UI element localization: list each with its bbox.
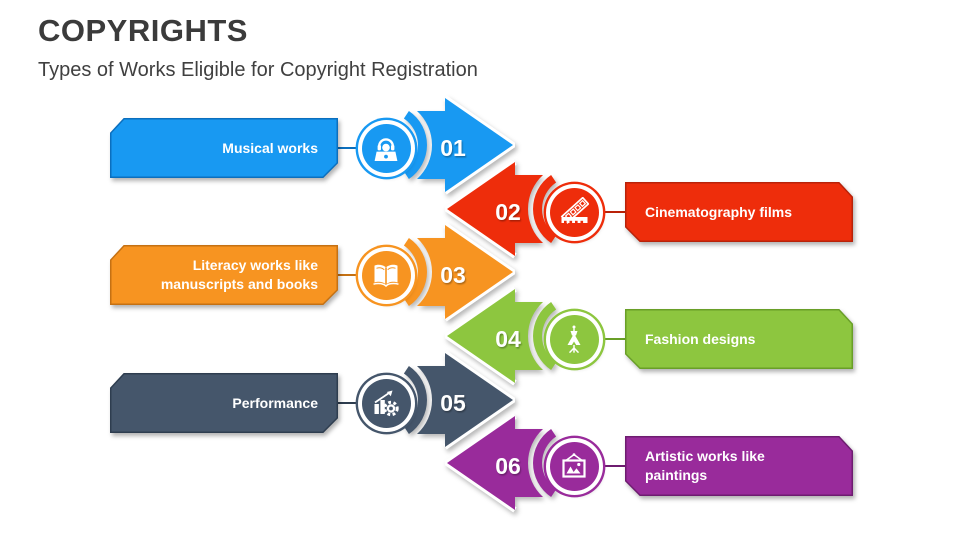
step-label: Cinematography films [645,203,793,220]
step-icon-circle [549,187,599,237]
step-number: 05 [440,390,466,416]
step-label: Performance [232,394,318,411]
banner-shape [625,436,853,496]
banner-shape [110,245,338,305]
banner-shape [625,309,853,369]
slide-subtitle: Types of Works Eligible for Copyright Re… [38,59,478,81]
step-label: Musical works [222,139,318,156]
step-arrow [338,95,519,200]
connector-line [336,401,362,404]
banner-shape [625,182,853,242]
step-icon-circle [549,441,599,491]
step-row-6: Artistic works like paintings 06 [0,413,960,519]
label-banner: Musical works [110,118,338,178]
step-number: 06 [495,453,521,479]
label-banner: Cinematography films [625,182,853,242]
label-banner: Literacy works like manuscripts and book… [110,245,338,305]
step-label: Fashion designs [645,330,756,347]
step-label: Artistic works like paintings [645,448,765,483]
step-row-4: Fashion designs 04 [0,286,960,392]
connector-line [336,273,362,276]
mannequin-icon [567,325,581,354]
banner-shape [110,118,338,178]
step-row-3: Literacy works like manuscripts and book… [0,222,960,328]
label-banner: Fashion designs [625,309,853,369]
connector-line [600,210,628,213]
step-label: Literacy works like manuscripts and book… [160,257,318,292]
step-number: 04 [495,326,521,352]
step-icon-circle [361,378,411,428]
step-arrow [338,222,519,327]
step-row-2: Cinematography films 02 [0,159,960,265]
connector-line [600,464,628,467]
step-number: 01 [440,135,466,161]
banner-shape [110,373,338,433]
performance-chart-icon [374,390,399,417]
step-icon-circle [361,123,411,173]
film-strip-icon [560,197,589,224]
connector-line [336,146,362,149]
step-arrow [338,350,519,455]
step-arrow [441,286,622,391]
step-icon-circle [361,250,411,300]
step-row-5: Performance 05 [0,350,960,456]
step-row-1: Musical works 01 [0,95,960,201]
step-arrow [441,159,622,264]
step-number: 02 [495,199,521,225]
label-banner: Performance [110,373,338,433]
open-book-icon [373,264,399,288]
label-banner: Artistic works like paintings [625,436,853,496]
step-number: 03 [440,262,466,288]
framed-painting-icon [562,453,586,478]
step-icon-circle [549,314,599,364]
connector-line [600,337,628,340]
slide-title: COPYRIGHTS [38,13,248,48]
music-producer-icon [374,138,398,161]
step-arrow [441,413,622,518]
